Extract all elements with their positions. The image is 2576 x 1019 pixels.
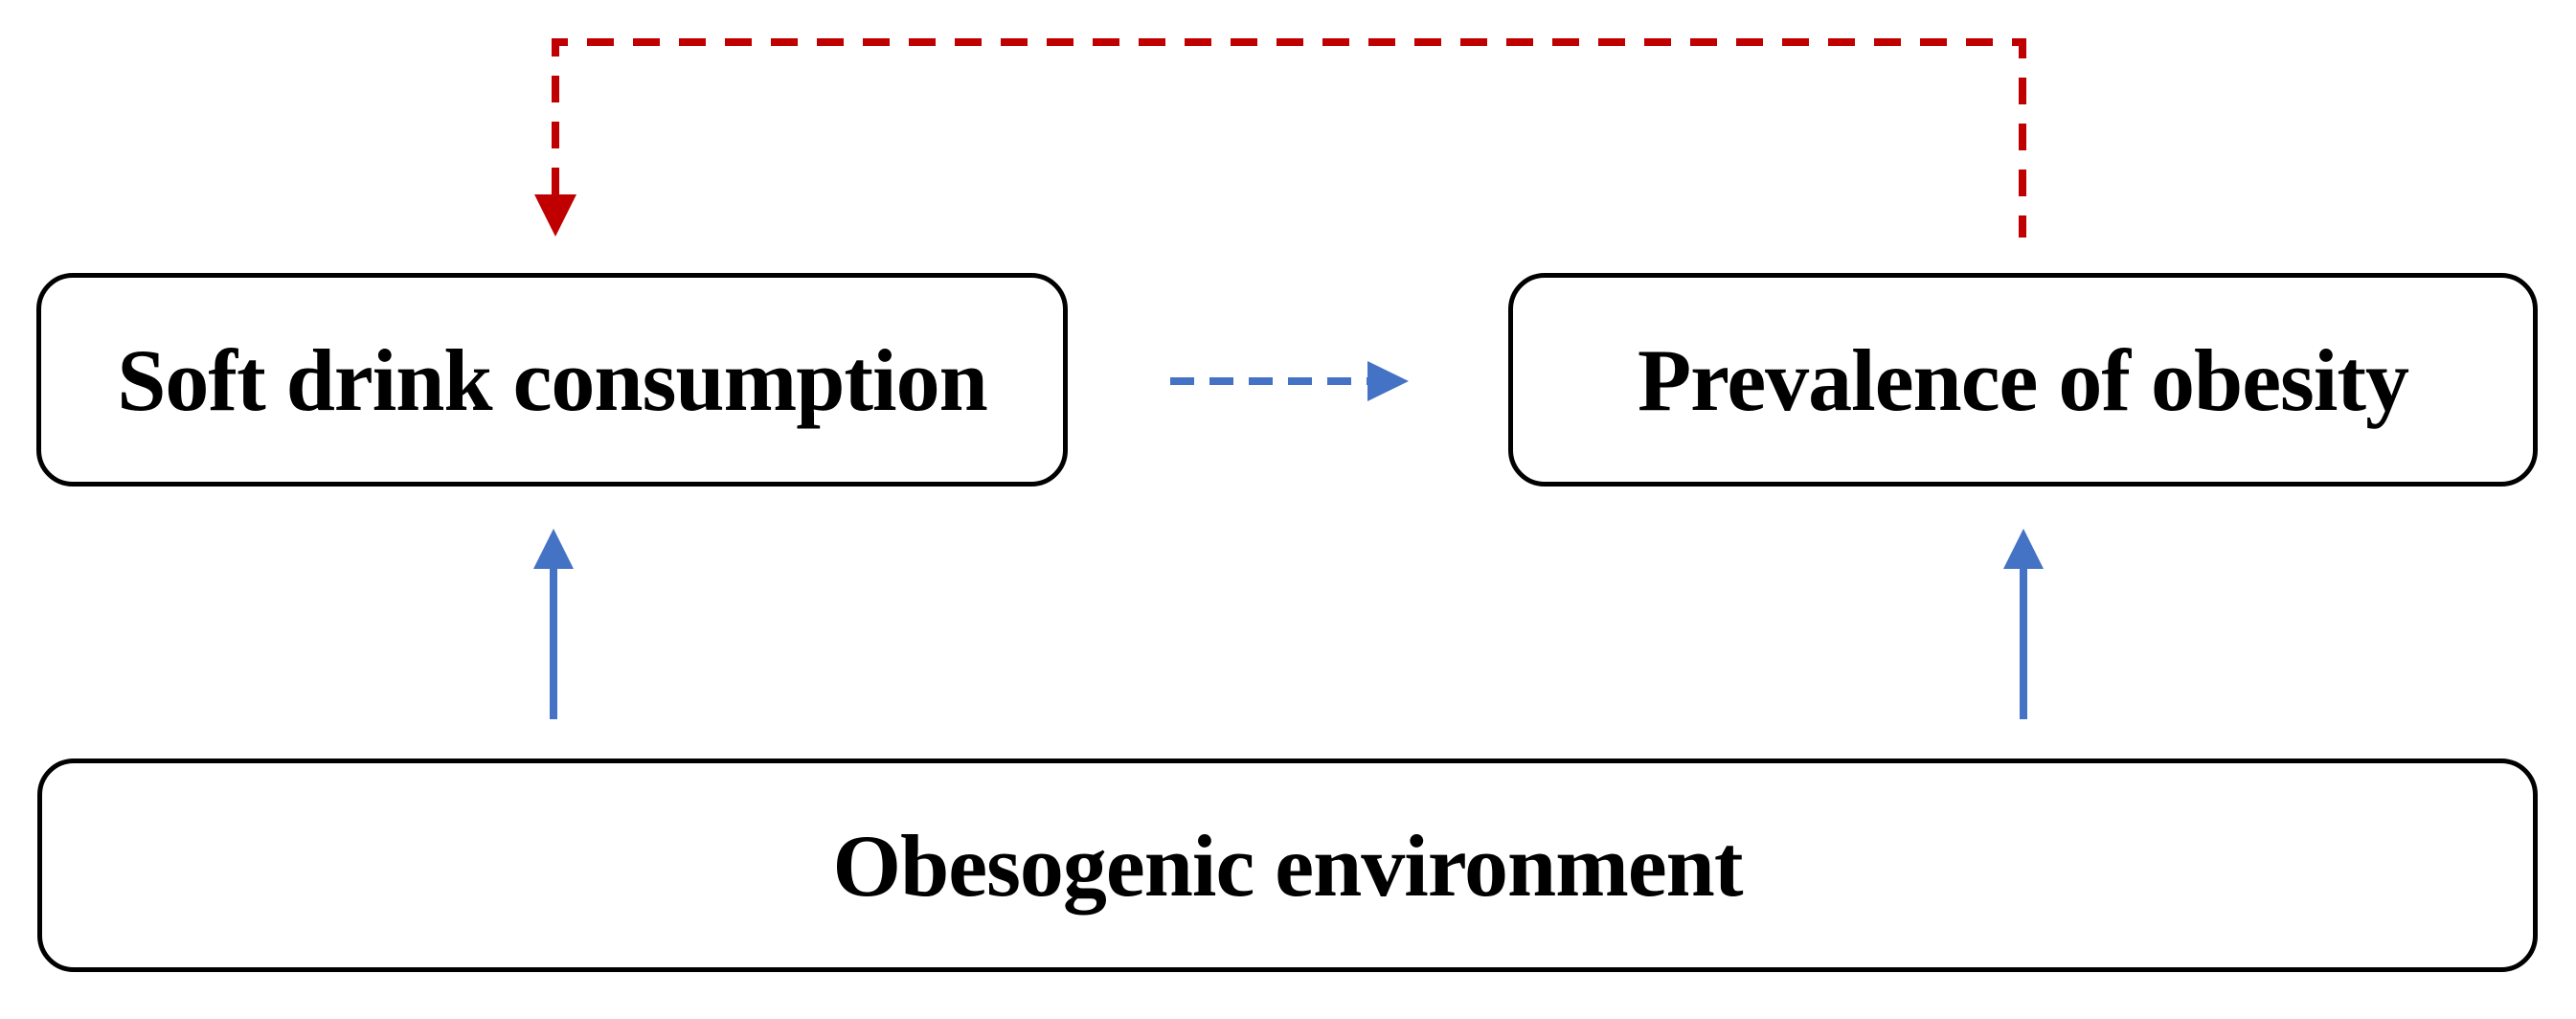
feedback-arrowhead-down-icon bbox=[534, 194, 576, 237]
environment-to-obesity-arrowhead-up-icon bbox=[2003, 529, 2044, 569]
node-soft-drink-consumption: Soft drink consumption bbox=[36, 273, 1068, 487]
node-prevalence-of-obesity: Prevalence of obesity bbox=[1508, 273, 2538, 487]
environment-to-obesity-arrow bbox=[2003, 529, 2044, 719]
feedback-arrow-obesity-to-consumption bbox=[534, 38, 2026, 238]
node-prevalence-of-obesity-label: Prevalence of obesity bbox=[1637, 330, 2409, 429]
node-obesogenic-environment: Obesogenic environment bbox=[37, 759, 2538, 972]
environment-to-consumption-arrowhead-up-icon bbox=[533, 529, 574, 569]
feedback-arrow-line bbox=[552, 38, 2026, 238]
consumption-to-obesity-arrowhead-right-icon bbox=[1367, 361, 1409, 401]
environment-to-consumption-arrow bbox=[533, 529, 574, 719]
node-soft-drink-consumption-label: Soft drink consumption bbox=[117, 330, 987, 429]
consumption-to-obesity-arrow bbox=[1170, 361, 1409, 401]
node-obesogenic-environment-label: Obesogenic environment bbox=[832, 816, 1744, 915]
